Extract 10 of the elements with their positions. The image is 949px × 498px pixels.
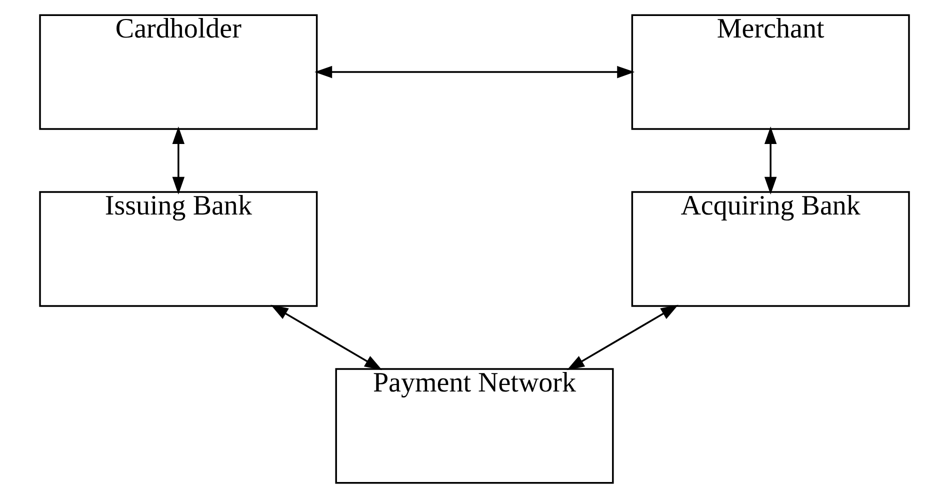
node-box: Payment Network [335,368,614,484]
node-box: Issuing Bank [39,191,318,307]
arrow [566,304,678,370]
node-box: Merchant [631,14,910,130]
arrow [172,126,185,194]
arrow [314,66,635,78]
node-box: Acquiring Bank [631,191,910,307]
arrow [764,126,777,194]
node-box: Cardholder [39,14,318,130]
arrow [270,304,382,370]
